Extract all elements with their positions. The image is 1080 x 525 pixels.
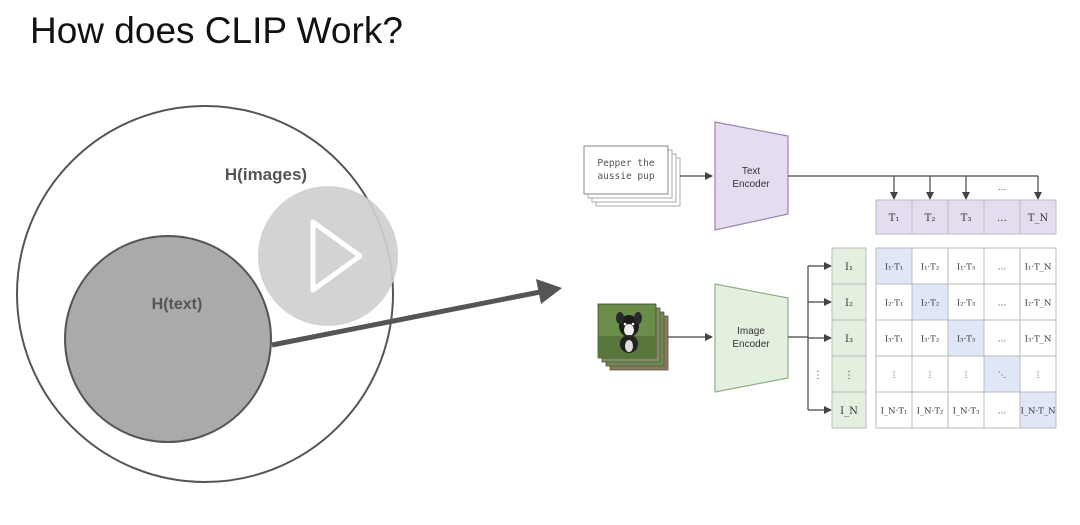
matrix-cell-label: ⋮ [962, 371, 971, 381]
image-input-stack [597, 303, 669, 371]
matrix-cell [947, 391, 985, 429]
matrix-cell-label: I₃·T_N [1025, 335, 1052, 345]
matrix-cell [875, 391, 913, 429]
text-feature-label: T₃ [961, 213, 972, 224]
text-encoder [714, 121, 789, 231]
text-feature-label: T_N [1028, 213, 1049, 224]
matrix-cell-label: … [998, 299, 1007, 309]
image-feature-cell [831, 319, 867, 357]
mapping-arrow-head [536, 279, 562, 304]
text-bus-ellipsis: … [998, 182, 1007, 192]
text-set-label: H(text) [152, 296, 203, 313]
matrix-cell-label: I_N·T₂ [917, 407, 944, 417]
text-feature-connectors: … [788, 175, 1042, 200]
matrix-cell [875, 355, 913, 393]
text-feature-label: T₁ [889, 213, 900, 224]
matrix-cell [983, 391, 1021, 429]
matrix-cell [983, 319, 1021, 357]
matrix-diagonal-cell [983, 355, 1021, 393]
image-feature-label: I₁ [845, 262, 853, 273]
matrix-cell-label: I₂·T₃ [957, 299, 976, 309]
matrix-cell-label: I₃·T₂ [921, 335, 940, 345]
matrix-cell-label: ⋮ [890, 371, 899, 381]
matrix-cell-label: ⋱ [998, 371, 1007, 381]
matrix-cell-label: I₂·T₁ [885, 299, 904, 309]
matrix-cell-label: I₂·T_N [1025, 299, 1052, 309]
image-feature-cell [831, 391, 867, 429]
matrix-diagonal-cell [875, 247, 913, 285]
matrix-cell-label: I₁·T₃ [957, 263, 976, 273]
similarity-matrix: I₁·T₁ I₁·T₂ I₁·T₃ … I₁·T_N I₂·T₁ I₂·T₂ I₂·T₃ … I₂… [875, 247, 1057, 429]
text-input-line-2: aussie pup [597, 171, 654, 182]
image-encoder-label-1: Image [737, 326, 765, 337]
slide-title: How does CLIP Work? [30, 10, 403, 51]
image-feature-cell [831, 355, 867, 393]
image-feature-label: I_N [840, 406, 858, 417]
matrix-cell [1019, 319, 1057, 357]
image-encoder-label-2: Encoder [732, 339, 770, 350]
image-feature-connectors: ⋮ [788, 262, 832, 414]
image-feature-cell [831, 283, 867, 321]
text-feature-cell [1019, 199, 1057, 235]
matrix-cell-label: … [998, 263, 1007, 273]
play-button-circle[interactable] [258, 186, 398, 326]
matrix-diagonal-cell [911, 283, 949, 321]
matrix-cell [1019, 247, 1057, 285]
matrix-cell-label: I_N·T_N [1020, 407, 1056, 417]
matrix-cell-label: I_N·T₁ [881, 407, 908, 417]
matrix-cell [1019, 283, 1057, 321]
matrix-diagonal-cell [1019, 391, 1057, 429]
play-icon[interactable] [310, 219, 363, 293]
image-encoder [714, 283, 789, 393]
text-input-line-1: Pepper the [597, 158, 654, 169]
matrix-cell-label: I_N·T₃ [953, 407, 980, 417]
text-encoder-label-2: Encoder [732, 179, 770, 190]
text-input-card [583, 145, 669, 195]
image-feature-label: I₃ [845, 334, 853, 345]
image-feature-label: ⋮ [844, 370, 854, 381]
video-play-button[interactable] [258, 186, 398, 326]
matrix-cell-label: … [998, 335, 1007, 345]
matrix-cell-label: I₁·T₁ [885, 263, 904, 273]
text-feature-label: T₂ [925, 213, 936, 224]
image-bus-vdots: ⋮ [813, 370, 823, 381]
matrix-cell-label: I₁·T_N [1025, 263, 1052, 273]
image-feature-label: I₂ [845, 298, 853, 309]
matrix-cell [1019, 355, 1057, 393]
dog-photo [597, 303, 657, 359]
matrix-cell-label: I₂·T₂ [921, 299, 940, 309]
matrix-cell-label: I₁·T₂ [921, 263, 940, 273]
text-feature-label: … [997, 213, 1007, 224]
matrix-cell [911, 247, 949, 285]
text-input-stack: Pepper the aussie pup [583, 145, 681, 207]
matrix-cell-label: ⋮ [926, 371, 935, 381]
text-feature-row: T₁ T₂ T₃ … T_N [875, 199, 1057, 235]
text-feature-cell [875, 199, 913, 235]
mapping-arrow-shaft [271, 289, 541, 348]
matrix-cell-label: I₃·T₁ [885, 335, 904, 345]
images-set-label: H(images) [225, 165, 307, 184]
matrix-cell [911, 391, 949, 429]
matrix-cell-label: … [998, 407, 1007, 417]
text-feature-cell [947, 199, 985, 235]
text-encoder-label-1: Text [742, 166, 761, 177]
matrix-cell [875, 283, 913, 321]
text-set-circle [64, 235, 272, 443]
matrix-cell-label: I₃·T₃ [957, 335, 976, 345]
image-feature-column: I₁ I₂ I₃ ⋮ I_N [831, 247, 867, 429]
matrix-cell-label: ⋮ [1034, 371, 1043, 381]
